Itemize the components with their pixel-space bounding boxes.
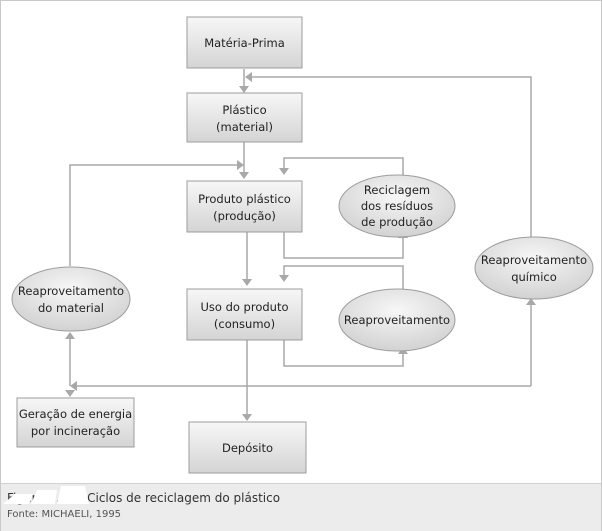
node-plastico: Plástico (material) <box>186 92 303 143</box>
figure-caption-source: Fonte: MICHAELI, 1995 <box>7 509 122 520</box>
svg-text:Matéria-Prima: Matéria-Prima <box>204 36 285 50</box>
node-uso-do-produto: Uso do produto (consumo) <box>186 288 303 341</box>
svg-text:Reciclagem: Reciclagem <box>364 183 430 197</box>
arrowhead <box>279 275 289 282</box>
node-reaproveitamento-quimico: Reaproveitamento químico <box>474 236 594 300</box>
svg-text:de produção: de produção <box>361 215 433 229</box>
node-reaproveitamento-do-material: Reaproveitamento do material <box>11 266 131 332</box>
arrow-material-to-produto <box>69 164 239 266</box>
svg-text:do material: do material <box>38 301 104 315</box>
recycling-cycle-diagram: Matéria-Prima Plástico (material) Produt… <box>11 16 594 474</box>
node-reciclagem-residuos: Reciclagem dos resíduos de produção <box>338 174 456 238</box>
arrowhead <box>65 332 75 339</box>
svg-text:por incineração: por incineração <box>31 424 120 438</box>
svg-text:Uso do produto: Uso do produto <box>200 300 288 314</box>
arrowhead <box>242 279 252 286</box>
line-uso-to-reaproveitamento <box>283 320 404 367</box>
arrowhead <box>279 168 289 175</box>
svg-text:(consumo): (consumo) <box>214 317 275 331</box>
svg-text:Produto plástico: Produto plástico <box>198 192 291 206</box>
svg-text:Reaproveitamento: Reaproveitamento <box>18 284 124 298</box>
node-deposito: Depósito <box>188 421 307 474</box>
node-produto-plastico: Produto plástico (produção) <box>186 180 303 233</box>
decorative-shapes-icon <box>3 486 89 504</box>
arrowhead <box>242 414 252 421</box>
svg-text:(material): (material) <box>216 120 273 134</box>
svg-text:Geração de energia: Geração de energia <box>19 407 132 421</box>
node-geracao-de-energia: Geração de energia por incineração <box>16 397 135 448</box>
arrowhead <box>526 298 536 305</box>
arrowhead <box>70 381 77 391</box>
line-produto-to-reciclagem <box>283 213 404 259</box>
arrow-quimico-to-plastico <box>250 76 532 237</box>
node-reaproveitamento: Reaproveitamento <box>338 288 456 352</box>
connectors <box>65 69 536 421</box>
svg-text:Reaproveitamento: Reaproveitamento <box>481 253 587 267</box>
arrowhead <box>65 390 75 397</box>
svg-text:Reaproveitamento: Reaproveitamento <box>344 313 450 327</box>
svg-text:Plástico: Plástico <box>222 103 266 117</box>
arrowhead <box>239 172 249 179</box>
svg-text:(produção): (produção) <box>213 209 276 223</box>
arrowhead <box>245 72 252 82</box>
arrow-reciclagem-to-produto <box>283 157 404 177</box>
arrow-reaproveitamento-to-uso <box>283 265 404 292</box>
node-materia-prima: Matéria-Prima <box>186 16 303 69</box>
figure-caption-bar: Figura C.11 - Ciclos de reciclagem do pl… <box>1 483 601 531</box>
arrowhead <box>237 160 244 170</box>
svg-text:químico: químico <box>511 270 557 284</box>
svg-text:dos resíduos: dos resíduos <box>361 199 433 213</box>
svg-text:Depósito: Depósito <box>222 441 273 455</box>
arrowhead <box>239 86 249 93</box>
